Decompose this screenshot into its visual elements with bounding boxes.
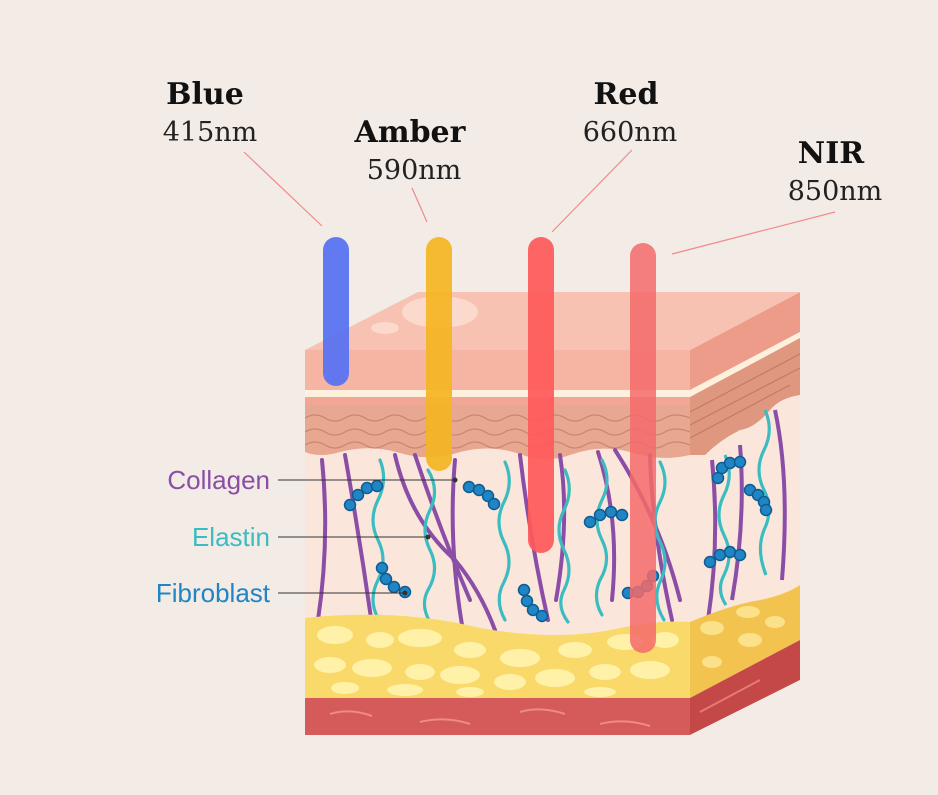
- fibroblast-label: Fibroblast: [156, 578, 271, 608]
- red-leader-line: [551, 149, 633, 233]
- nir-leader-line: [671, 211, 836, 255]
- skin-front-face: [305, 350, 690, 735]
- fat-cells: [314, 626, 679, 697]
- nir-label: NIR: [798, 136, 865, 171]
- amber-leader-line: [411, 187, 428, 223]
- skin-block: [305, 292, 800, 735]
- muscle-layer: [305, 698, 690, 735]
- red-wavelength: 660nm: [583, 117, 678, 148]
- epidermis-layer: [305, 350, 690, 390]
- elastin-label: Elastin: [192, 522, 270, 552]
- wavelength-labels: Blue 415nm Amber 590nm Red 660nm NIR 850…: [163, 77, 883, 255]
- nir-wavelength: 850nm: [788, 176, 883, 207]
- skin-shine-small: [371, 322, 399, 334]
- blue-wavelength: 415nm: [163, 117, 258, 148]
- red-label: Red: [594, 77, 659, 112]
- elastin-pointer-dot: [425, 534, 431, 540]
- blue-leader-line: [243, 151, 323, 227]
- fibroblast-pointer-dot: [402, 590, 408, 596]
- skin-side-face: [690, 292, 800, 735]
- amber-label: Amber: [354, 115, 467, 150]
- amber-wavelength: 590nm: [367, 155, 462, 186]
- blue-label: Blue: [166, 77, 244, 112]
- collagen-label: Collagen: [167, 465, 270, 495]
- basal-cell-layer: [305, 405, 690, 460]
- tissue-labels: Collagen Elastin Fibroblast: [156, 465, 458, 608]
- light-beams: [323, 237, 656, 653]
- collagen-pointer-dot: [452, 477, 458, 483]
